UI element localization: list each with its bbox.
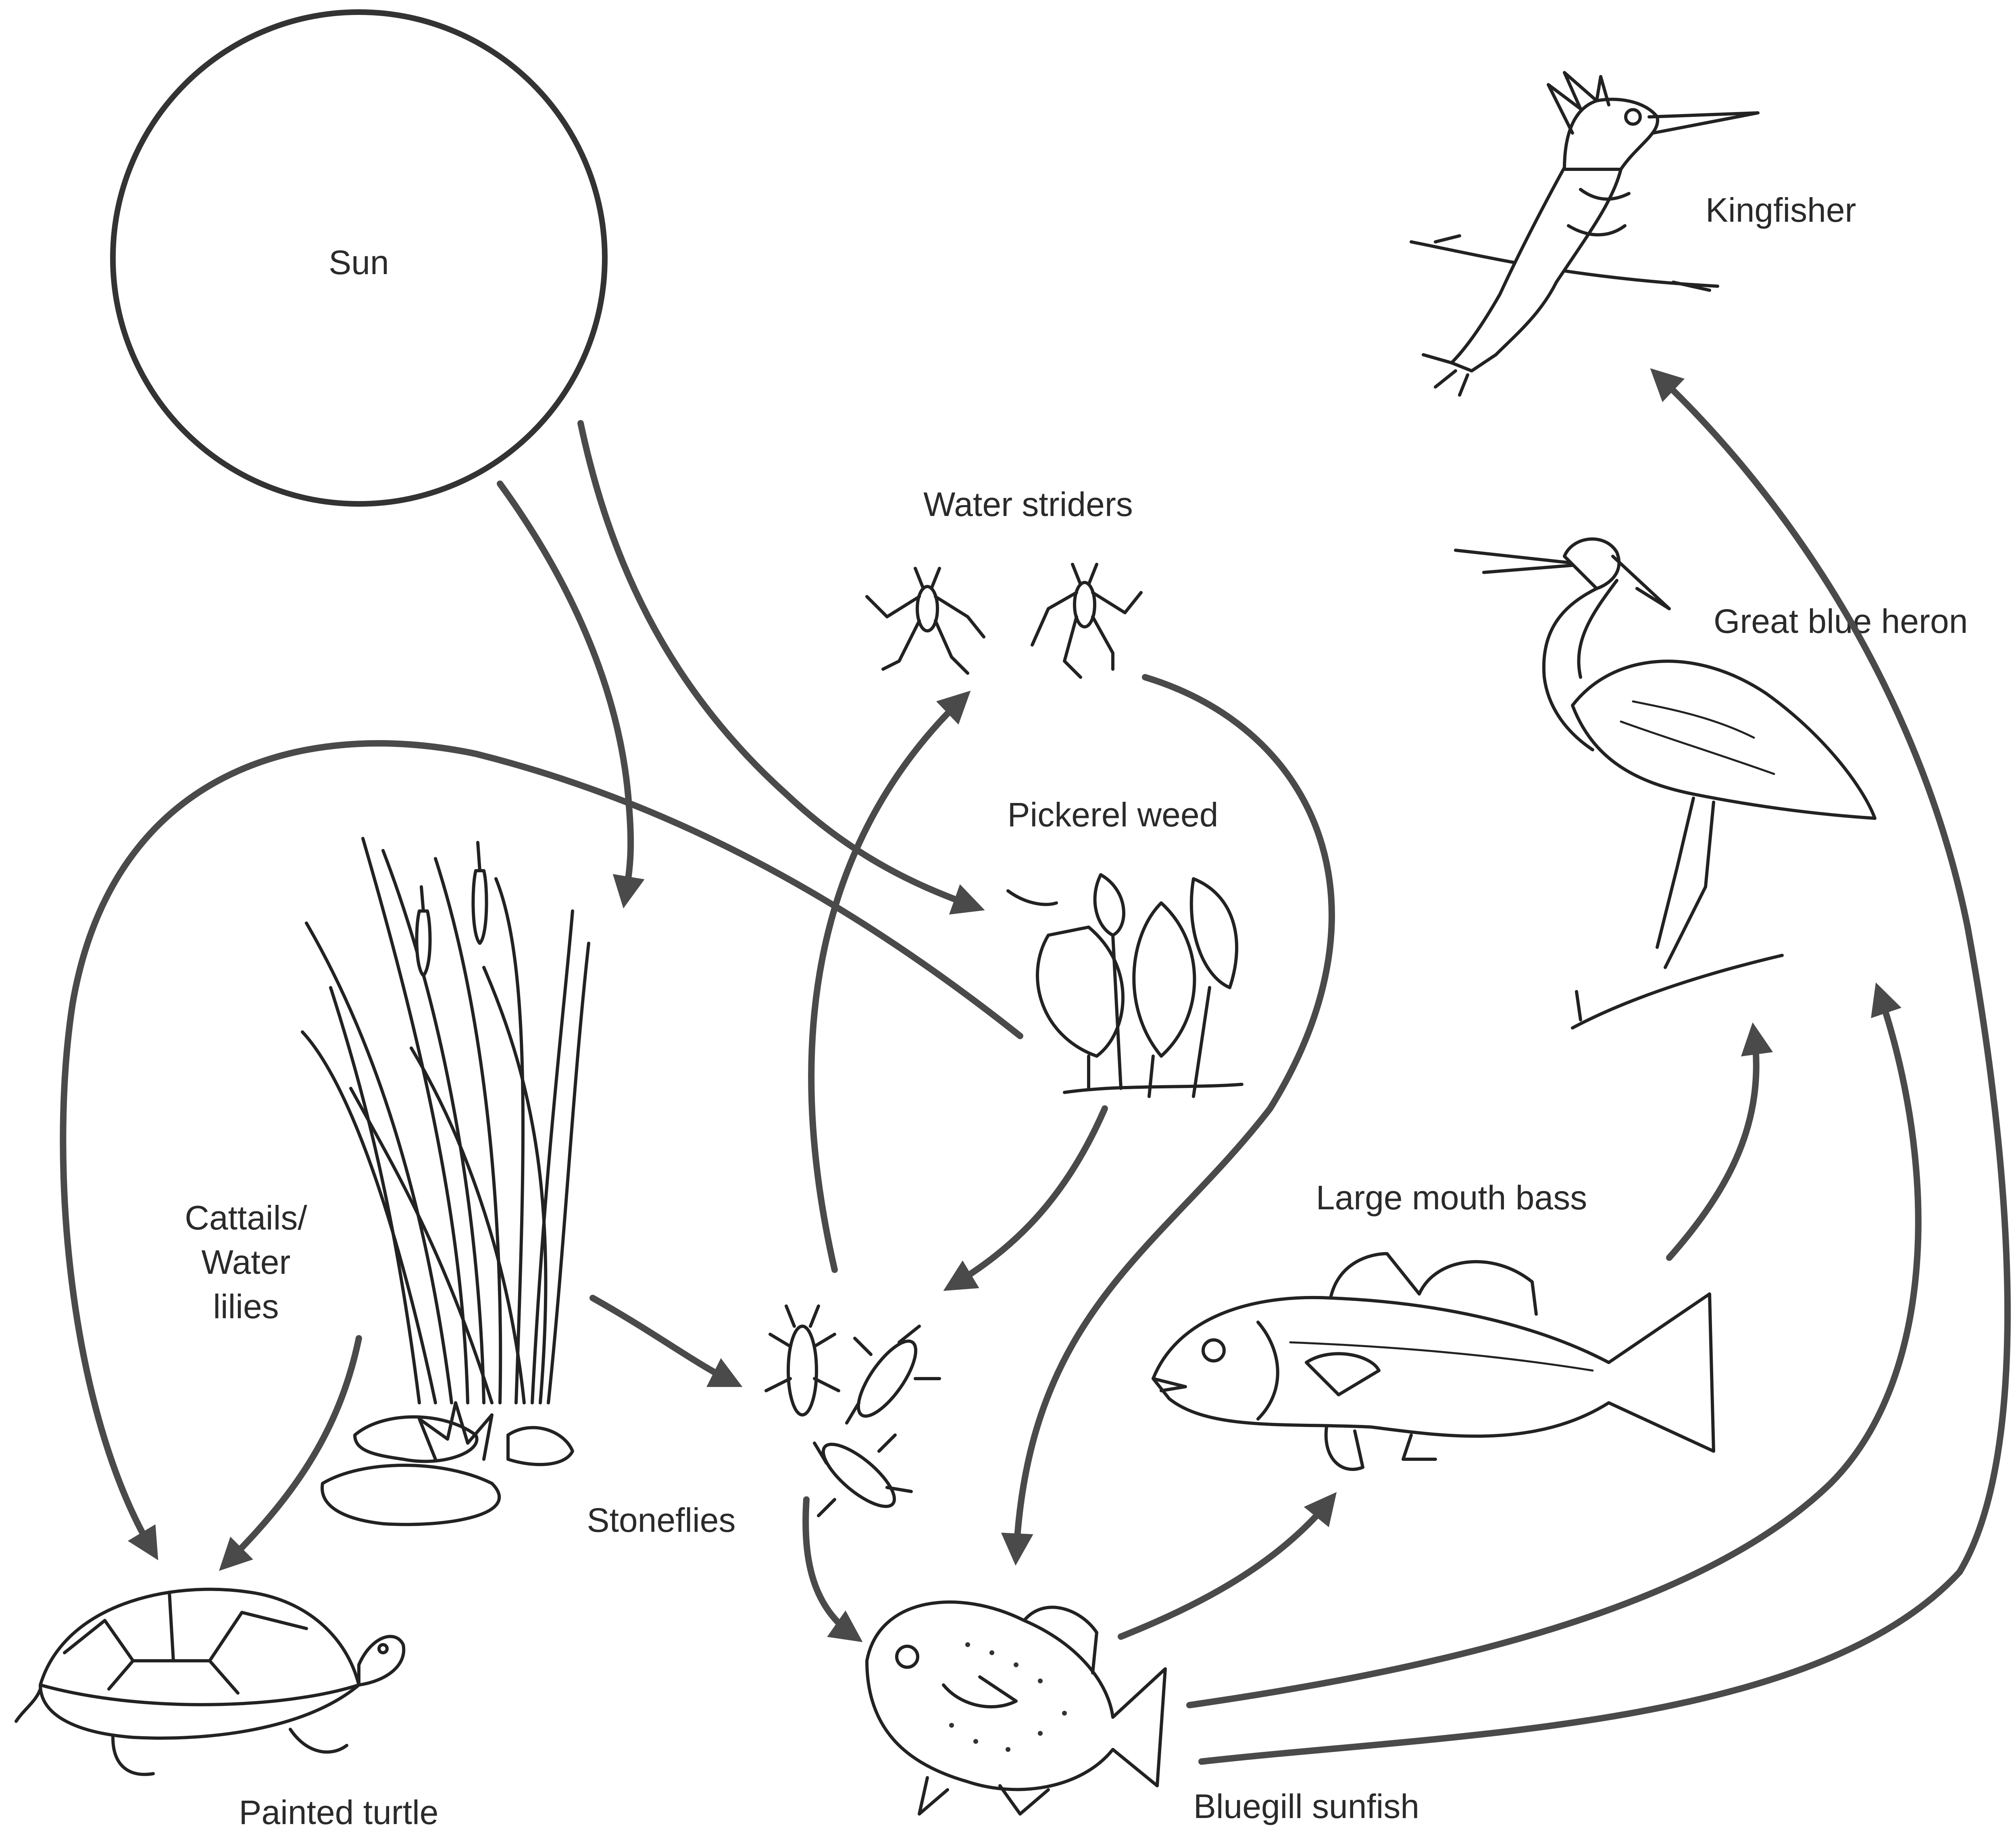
arrow-cattails-to-turtle — [226, 1338, 359, 1564]
pickerel-weed-node: Pickerel weed — [1008, 796, 1242, 1096]
heron-node: Great blue heron — [1456, 539, 1968, 1028]
water-strider-icon — [1032, 564, 1141, 677]
cattails-icon — [302, 838, 589, 1525]
sun-node: Sun — [113, 12, 605, 504]
arrow-bass-to-heron — [1669, 1032, 1756, 1258]
bass-icon — [1153, 1254, 1714, 1469]
water-strider-icon — [867, 568, 984, 673]
kingfisher-label: Kingfisher — [1706, 191, 1856, 229]
cattails-label-line1: Cattails/ — [185, 1199, 307, 1237]
bass-label: Large mouth bass — [1316, 1179, 1587, 1217]
stoneflies-node: Stoneflies — [587, 1306, 939, 1539]
bluegill-label: Bluegill sunfish — [1193, 1787, 1419, 1825]
pickerel-weed-icon — [1008, 875, 1242, 1096]
painted-turtle-node: Painted turtle — [16, 1589, 438, 1831]
kingfisher-icon — [1411, 73, 1758, 395]
kingfisher-node: Kingfisher — [1411, 73, 1856, 395]
sun-label: Sun — [329, 243, 389, 281]
arrow-stoneflies-to-water-striders — [811, 697, 964, 1270]
water-striders-node: Water striders — [867, 485, 1141, 677]
stoneflies-label: Stoneflies — [587, 1501, 736, 1539]
painted-turtle-icon — [16, 1589, 404, 1774]
cattails-label-line3: lilies — [213, 1288, 279, 1325]
arrow-stoneflies-to-bluegill — [806, 1500, 855, 1637]
cattails-label-line2: Water — [202, 1243, 291, 1281]
pickerel-weed-label: Pickerel weed — [1008, 796, 1218, 834]
arrow-cattails-to-stoneflies — [593, 1298, 734, 1383]
stonefly-icon — [766, 1306, 839, 1415]
arrow-sun-to-cattails — [500, 484, 631, 899]
cattails-node: Cattails/ Water lilies — [185, 838, 589, 1525]
water-striders-label: Water striders — [923, 485, 1133, 523]
stonefly-icon — [814, 1435, 911, 1516]
arrow-pickerel-weed-to-stoneflies — [952, 1109, 1105, 1286]
arrow-sun-to-pickerel-weed — [581, 423, 976, 907]
painted-turtle-label: Painted turtle — [239, 1793, 439, 1831]
bass-node: Large mouth bass — [1153, 1179, 1714, 1469]
stonefly-icon — [847, 1326, 939, 1424]
arrow-bluegill-to-bass — [1121, 1500, 1331, 1637]
bluegill-node: Bluegill sunfish — [867, 1602, 1419, 1825]
